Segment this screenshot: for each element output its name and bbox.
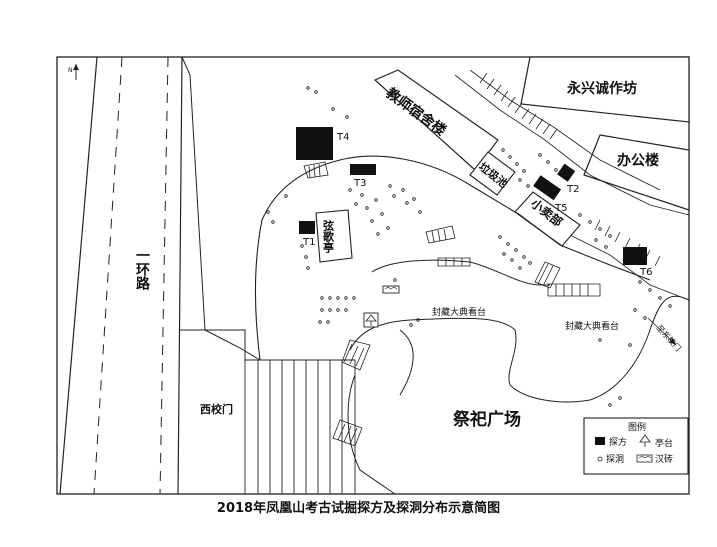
teacher-dorm-building xyxy=(373,69,499,171)
small-stairs xyxy=(303,161,601,447)
trench-T1 xyxy=(299,221,315,234)
altar-square-label: 祭祀广场 xyxy=(452,409,521,430)
trench-T2 xyxy=(557,163,576,182)
legend: 图例 探方 探洞 亭台 汉砖 xyxy=(583,417,689,475)
legend-title: 图例 xyxy=(628,421,646,433)
stand-arc-inner xyxy=(399,329,414,396)
han-brick-marker xyxy=(382,285,400,294)
west-gate-label: 西校门 xyxy=(200,402,233,416)
ring-road xyxy=(59,56,183,495)
trench-T5-label: T5 xyxy=(554,203,567,214)
legend-pavilion-icon xyxy=(639,434,651,447)
pavilion-label: 弦歌亭 xyxy=(322,219,335,254)
map-caption: 2018年凤凰山考古试掘探方及探洞分布示意简图 xyxy=(216,501,501,516)
east-gate-arrow xyxy=(647,317,677,346)
north-label: N xyxy=(68,67,73,74)
trench-T2-label: T2 xyxy=(566,184,579,195)
to-east-gate-label: 至东校门 xyxy=(655,323,684,353)
map-frame xyxy=(56,56,690,495)
square-outline xyxy=(349,295,690,403)
west-gate-area xyxy=(180,329,246,360)
trench-T3 xyxy=(350,164,376,175)
trench-T5 xyxy=(533,175,562,201)
west-stairs xyxy=(244,359,356,495)
trenches: T4 T3 T1 T2 T5 T6 xyxy=(296,127,652,278)
pavilion-marker xyxy=(363,312,379,328)
west-boundary xyxy=(181,56,261,361)
legend-box xyxy=(583,417,689,475)
legend-trench-swatch xyxy=(595,437,605,445)
north-arrow: N xyxy=(68,64,79,80)
stand-1-label: 封藏大典看台 xyxy=(432,306,486,318)
office-label: 办公楼 xyxy=(617,152,659,169)
stand-arc xyxy=(347,374,396,495)
east-road-edge xyxy=(454,69,690,301)
inner-plaza xyxy=(371,259,550,286)
legend-probe-label: 探洞 xyxy=(606,453,624,465)
trench-T6-label: T6 xyxy=(639,267,652,278)
trench-T3-label: T3 xyxy=(353,178,366,189)
yongxing-building xyxy=(520,56,690,123)
yongxing-label: 永兴诚作坊 xyxy=(566,80,637,97)
legend-han-brick-label: 汉砖 xyxy=(655,453,673,465)
trench-T1-label: T1 xyxy=(302,237,315,248)
trench-T4-label: T4 xyxy=(336,132,349,143)
stand-2-label: 封藏大典看台 xyxy=(565,320,619,332)
ring-road-label: 一环路 xyxy=(134,248,150,290)
trench-T4 xyxy=(296,127,333,160)
trench-T6 xyxy=(623,247,647,265)
legend-probe-swatch xyxy=(597,456,603,462)
legend-pavilion-label: 亭台 xyxy=(655,437,673,449)
garbage-pool xyxy=(469,151,516,196)
legend-han-brick-icon xyxy=(636,454,653,463)
office-building xyxy=(583,134,690,211)
legend-trench-label: 探方 xyxy=(609,436,627,448)
probe-holes xyxy=(266,86,672,407)
pavilion-building xyxy=(315,209,353,263)
